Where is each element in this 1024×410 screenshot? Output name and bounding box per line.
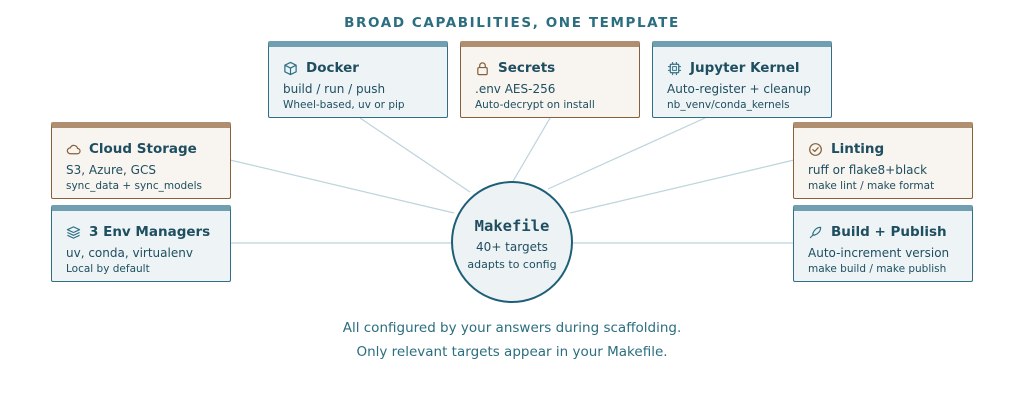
connector-cloud [229, 159, 455, 214]
rocket-icon [808, 225, 823, 240]
card-line-primary: ruff or flake8+black [808, 163, 928, 177]
footer-line-1: All configured by your answers during sc… [342, 320, 682, 336]
card-linting: Linting ruff or flake8+black make lint /… [793, 122, 973, 199]
card-title: Linting [831, 141, 885, 157]
card-line-secondary: Local by default [66, 263, 150, 275]
card-jupyter-kernel: Jupyter Kernel Auto-register + cleanup n… [652, 41, 832, 118]
hub-subtitle: adapts to config [467, 258, 557, 271]
card-env-managers: 3 Env Managers uv, conda, virtualenv Loc… [51, 205, 231, 282]
card-secrets: Secrets .env AES-256 Auto-decrypt on ins… [460, 41, 640, 118]
connector-linting [569, 159, 795, 214]
card-line-primary: uv, conda, virtualenv [66, 246, 193, 260]
lock-icon [475, 61, 490, 76]
card-title: Docker [306, 60, 359, 76]
card-title: Jupyter Kernel [690, 60, 800, 76]
diagram-title: BROAD CAPABILITIES, ONE TEMPLATE [344, 15, 680, 31]
card-title: Build + Publish [831, 224, 947, 240]
card-docker: Docker build / run / push Wheel-based, u… [268, 41, 448, 118]
footer-line-2: Only relevant targets appear in your Mak… [356, 344, 668, 360]
cloud-icon [66, 142, 81, 157]
card-line-secondary: make build / make publish [808, 263, 947, 275]
card-title: Secrets [498, 60, 556, 76]
card-line-primary: .env AES-256 [475, 82, 556, 96]
card-cloud-storage: Cloud Storage S3, Azure, GCS sync_data +… [51, 122, 231, 199]
connector-secrets [511, 117, 551, 184]
makefile-hub: Makefile 40+ targets adapts to config [451, 181, 573, 303]
card-line-primary: build / run / push [283, 82, 386, 96]
check-circle-icon [808, 142, 823, 157]
card-line-primary: Auto-register + cleanup [667, 82, 811, 96]
card-line-secondary: make lint / make format [808, 180, 935, 192]
card-line-secondary: Wheel-based, uv or pip [283, 99, 405, 111]
card-title: Cloud Storage [89, 141, 197, 157]
connector-docker [359, 117, 471, 193]
box-icon [283, 61, 298, 76]
card-title: 3 Env Managers [89, 224, 211, 240]
chip-icon [667, 61, 682, 76]
layers-icon [66, 225, 81, 240]
card-line-secondary: nb_venv/conda_kernels [667, 99, 790, 111]
connector-jupyter [547, 117, 706, 190]
card-line-primary: Auto-increment version [808, 246, 950, 260]
card-line-secondary: sync_data + sync_models [66, 180, 203, 192]
card-line-secondary: Auto-decrypt on install [475, 99, 595, 111]
hub-title: Makefile [474, 217, 550, 235]
hub-targets: 40+ targets [476, 240, 548, 254]
card-line-primary: S3, Azure, GCS [66, 163, 156, 177]
card-build-publish: Build + Publish Auto-increment version m… [793, 205, 973, 282]
